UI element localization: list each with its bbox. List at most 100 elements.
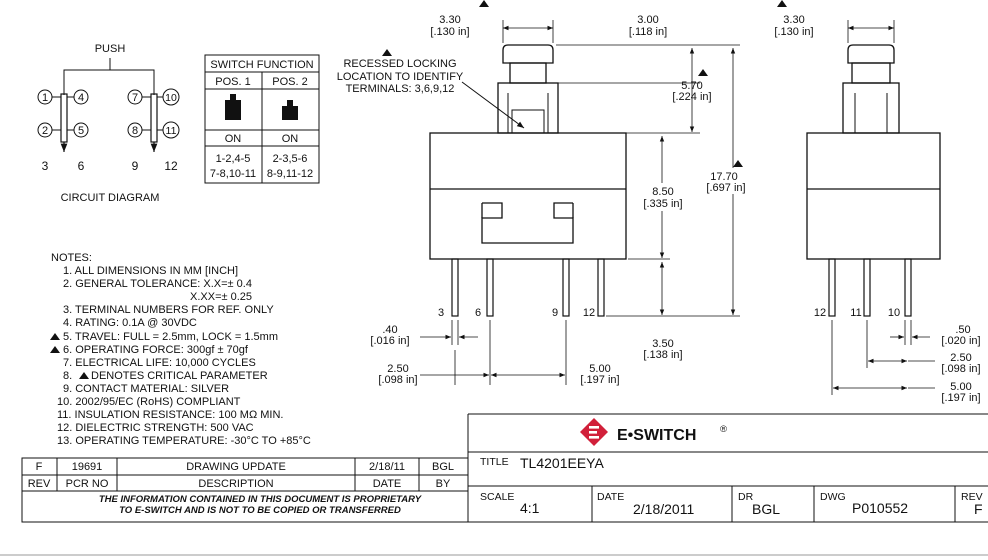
terminal-2: 2 (37, 122, 53, 138)
pos1-conn-a: 1-2,4-5 (216, 153, 251, 165)
rev-label: REV (961, 491, 983, 503)
push-label: PUSH (95, 43, 126, 55)
title-label: TITLE (480, 456, 509, 468)
push-linkage (63, 69, 155, 95)
dim-500-in: [.197 in] (580, 374, 619, 386)
title-rev-value: F (974, 501, 983, 517)
pin-12 (597, 258, 605, 317)
svg-text:7: 7 (132, 92, 138, 104)
dim-040-in: [.016 in] (370, 335, 409, 347)
pos1-header: POS. 1 (215, 76, 250, 88)
svg-text:10: 10 (165, 92, 177, 104)
dwg-label: DWG (820, 491, 846, 503)
rev-header: REV (28, 478, 51, 490)
note-2: 2. GENERAL TOLERANCE: X.X=± 0.4 (63, 278, 252, 290)
pos2-conn-a: 2-3,5-6 (273, 153, 308, 165)
dim-570-mm: 5.70 (681, 80, 702, 92)
terminal-5: 5 (73, 122, 89, 138)
dim-040-mm: .40 (382, 324, 397, 336)
title-block: E•SWITCH ® TITLE TL4201EEYA SCALE 4:1 DA… (467, 413, 988, 523)
rev-by-value: BGL (432, 461, 454, 473)
pin-label-9: 9 (552, 307, 558, 319)
pin-label-3: 3 (438, 307, 444, 319)
note-9: 9. CONTACT MATERIAL: SILVER (63, 383, 229, 395)
side-housing (806, 132, 941, 260)
revision-block: F 19691 DRAWING UPDATE 2/18/11 BGL REV P… (21, 457, 469, 523)
pin-3 (451, 258, 459, 317)
switch-housing (429, 132, 627, 260)
switch-pos1-icon (225, 94, 241, 120)
side-dim-330-in: [.130 in] (774, 26, 813, 38)
brand-name: E•SWITCH (617, 427, 696, 444)
front-view: 3 6 9 12 RECESSED LOCKING LOCATION TO ID… (337, 0, 755, 386)
date-label: DATE (597, 491, 624, 503)
terminal-9: 9 (132, 159, 139, 173)
side-view: 12 11 10 3.30 [.130 in] .50 [.020 in] 2.… (774, 0, 981, 404)
note-4: 4. RATING: 0.1A @ 30VDC (63, 317, 197, 329)
terminal-7: 7 (127, 89, 143, 105)
rev-date-value: 2/18/11 (369, 461, 405, 473)
note-10: 10. 2002/95/EC (RoHS) COMPLIANT (57, 396, 241, 408)
side-pin-11 (863, 258, 871, 317)
side-dim-050-mm: .50 (955, 324, 970, 336)
dr-value: BGL (752, 501, 780, 517)
date-header: DATE (373, 478, 402, 490)
critical-marker-icon (79, 372, 89, 379)
svg-text:11: 11 (166, 125, 177, 137)
circuit-caption: CIRCUIT DIAGRAM (61, 192, 160, 204)
terminal-4: 4 (73, 89, 89, 105)
rev-value: F (36, 461, 43, 473)
terminal-3: 3 (42, 159, 49, 173)
notes-block: NOTES: 1. ALL DIMENSIONS IN MM [INCH] 2.… (50, 252, 311, 447)
dim-350-mm: 3.50 (652, 338, 673, 350)
dim-1770-in: [.697 in] (706, 182, 745, 194)
pin-label-12: 12 (583, 307, 595, 319)
dim-330-in: [.130 in] (430, 26, 469, 38)
terminal-11: 11 (162, 121, 180, 139)
side-pin-label-11: 11 (850, 307, 861, 319)
recessed-note-1: RECESSED LOCKING (343, 58, 456, 70)
dim-250-in: [.098 in] (378, 374, 417, 386)
critical-marker-icon (698, 69, 708, 76)
plunger-cap (502, 44, 554, 64)
side-dim-330-mm: 3.30 (783, 14, 804, 26)
recessed-note-2: LOCATION TO IDENTIFY (337, 71, 464, 83)
dr-label: DR (738, 491, 754, 503)
note-8-text: DENOTES CRITICAL PARAMETER (91, 370, 268, 382)
pin-9 (562, 258, 570, 317)
svg-text:5: 5 (78, 125, 84, 137)
notes-header: NOTES: (51, 252, 92, 264)
dim-250-mm: 2.50 (387, 363, 408, 375)
recessed-lock (511, 109, 545, 134)
svg-text:12: 12 (164, 159, 178, 173)
critical-marker-icon (777, 0, 787, 7)
scale-value: 4:1 (520, 500, 540, 516)
title-value: TL4201EEYA (520, 455, 604, 471)
svg-text:1: 1 (42, 92, 48, 104)
side-plunger-body (842, 82, 900, 134)
recessed-leader (461, 81, 525, 129)
critical-marker-icon (479, 0, 489, 7)
terminal-6: 6 (78, 159, 85, 173)
pos2-conn-b: 8-9,11-12 (267, 168, 313, 180)
side-pin-label-10: 10 (888, 307, 900, 319)
scale-label: SCALE (480, 491, 514, 503)
svg-text:3: 3 (42, 159, 49, 173)
pin-label-6: 6 (475, 307, 481, 319)
note-11: 11. INSULATION RESISTANCE: 100 MΩ MIN. (57, 409, 283, 421)
dim-570-in: [.224 in] (672, 91, 711, 103)
dim-350-in: [.138 in] (643, 349, 682, 361)
svg-text:8: 8 (132, 125, 138, 137)
pos1-conn-b: 7-8,10-11 (210, 168, 256, 180)
pin-6 (486, 258, 494, 317)
note-13: 13. OPERATING TEMPERATURE: -30°C TO +85°… (57, 435, 311, 447)
dwg-value: P010552 (852, 500, 908, 516)
side-pin-12 (828, 258, 836, 317)
svg-text:9: 9 (132, 159, 139, 173)
critical-marker-icon (382, 49, 392, 56)
dim-850-mm: 8.50 (652, 186, 673, 198)
note-8: 8. (63, 370, 72, 382)
switch-function-table: SWITCH FUNCTION POS. 1 POS. 2 ON ON 1-2,… (204, 54, 320, 184)
note-2-b: X.XX=± 0.25 (190, 291, 252, 303)
